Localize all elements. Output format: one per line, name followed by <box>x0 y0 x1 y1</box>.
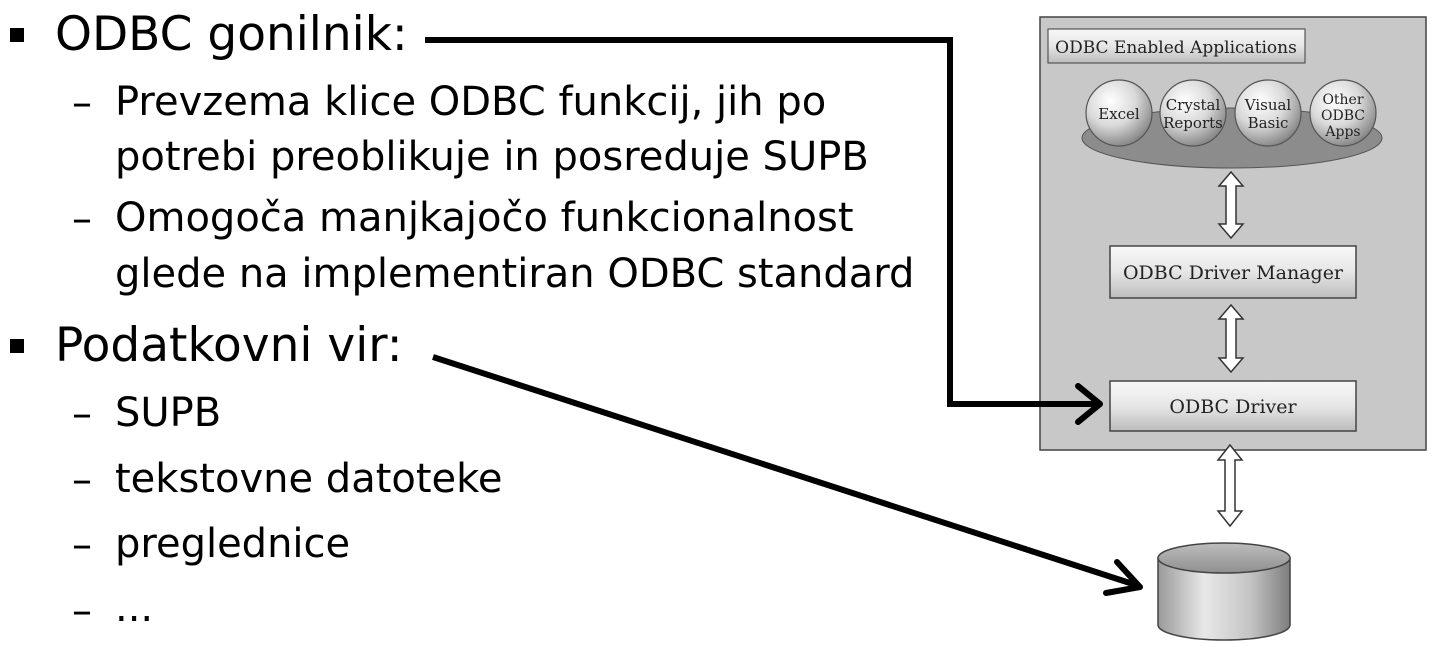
driver-manager-box <box>1109 245 1357 299</box>
dash-glyph: – <box>72 196 92 242</box>
bullet-odbc-driver-title: ODBC gonilnik: <box>55 7 408 62</box>
source-item-spreadsheets: preglednice <box>115 521 351 567</box>
driver-item-2-line-1: Omogoča manjkajočo funkcionalnost <box>115 195 854 241</box>
app-label-other-line-1: Other <box>1322 92 1363 108</box>
app-label-vb-line-2: Basic <box>1248 114 1289 132</box>
driver-item-2-line-2: glede na implementiran ODBC standard <box>115 251 915 297</box>
driver-manager-label: ODBC Driver Manager <box>1123 262 1344 284</box>
dash-glyph: – <box>72 588 92 634</box>
odbc-driver-label: ODBC Driver <box>1169 396 1297 418</box>
app-sphere-visual-basic: Visual Basic <box>1234 79 1302 147</box>
source-item-text-files: tekstovne datoteke <box>115 456 503 502</box>
app-label-other-line-2: ODBC <box>1321 108 1365 124</box>
dash-glyph: – <box>72 391 92 437</box>
dash-glyph: – <box>72 80 92 126</box>
app-label-crystal-line-1: Crystal <box>1166 96 1221 114</box>
app-label-excel: Excel <box>1098 105 1140 123</box>
app-sphere-excel: Excel <box>1085 79 1153 147</box>
source-item-supb: SUPB <box>115 390 222 436</box>
arrowhead-icon <box>1103 559 1143 596</box>
driver-item-1-line-2: potrebi preoblikuje in posreduje SUPB <box>115 134 869 180</box>
app-label-crystal-line-2: Reports <box>1163 114 1223 132</box>
bullet-data-source-title: Podatkovni vir: <box>55 318 403 373</box>
dash-glyph: – <box>72 522 92 568</box>
bullet-square-icon <box>10 339 24 353</box>
dash-glyph: – <box>72 457 92 503</box>
apps-tray <box>1081 107 1383 169</box>
apps-label-box <box>1047 28 1306 64</box>
database-cylinder-icon <box>1157 542 1291 641</box>
source-item-ellipsis: ... <box>115 585 154 631</box>
bullet-square-icon <box>10 28 24 42</box>
app-label-other-line-3: Apps <box>1324 124 1360 140</box>
odbc-driver-box <box>1109 380 1357 432</box>
connector-datasource-arrow <box>432 354 1137 588</box>
app-sphere-crystal-reports: Crystal Reports <box>1159 79 1227 147</box>
apps-label: ODBC Enabled Applications <box>1055 38 1297 58</box>
app-sphere-other-odbc-apps: Other ODBC Apps <box>1309 79 1377 147</box>
driver-item-1-line-1: Prevzema klice ODBC funkcij, jih po <box>115 79 827 125</box>
connector-driver-arrow <box>425 37 1098 407</box>
app-label-vb-line-1: Visual <box>1244 96 1292 114</box>
double-arrow-icon <box>1217 170 1245 240</box>
arrowhead-icon <box>1075 383 1103 425</box>
double-arrow-icon <box>1216 443 1244 528</box>
double-arrow-icon <box>1217 303 1245 374</box>
